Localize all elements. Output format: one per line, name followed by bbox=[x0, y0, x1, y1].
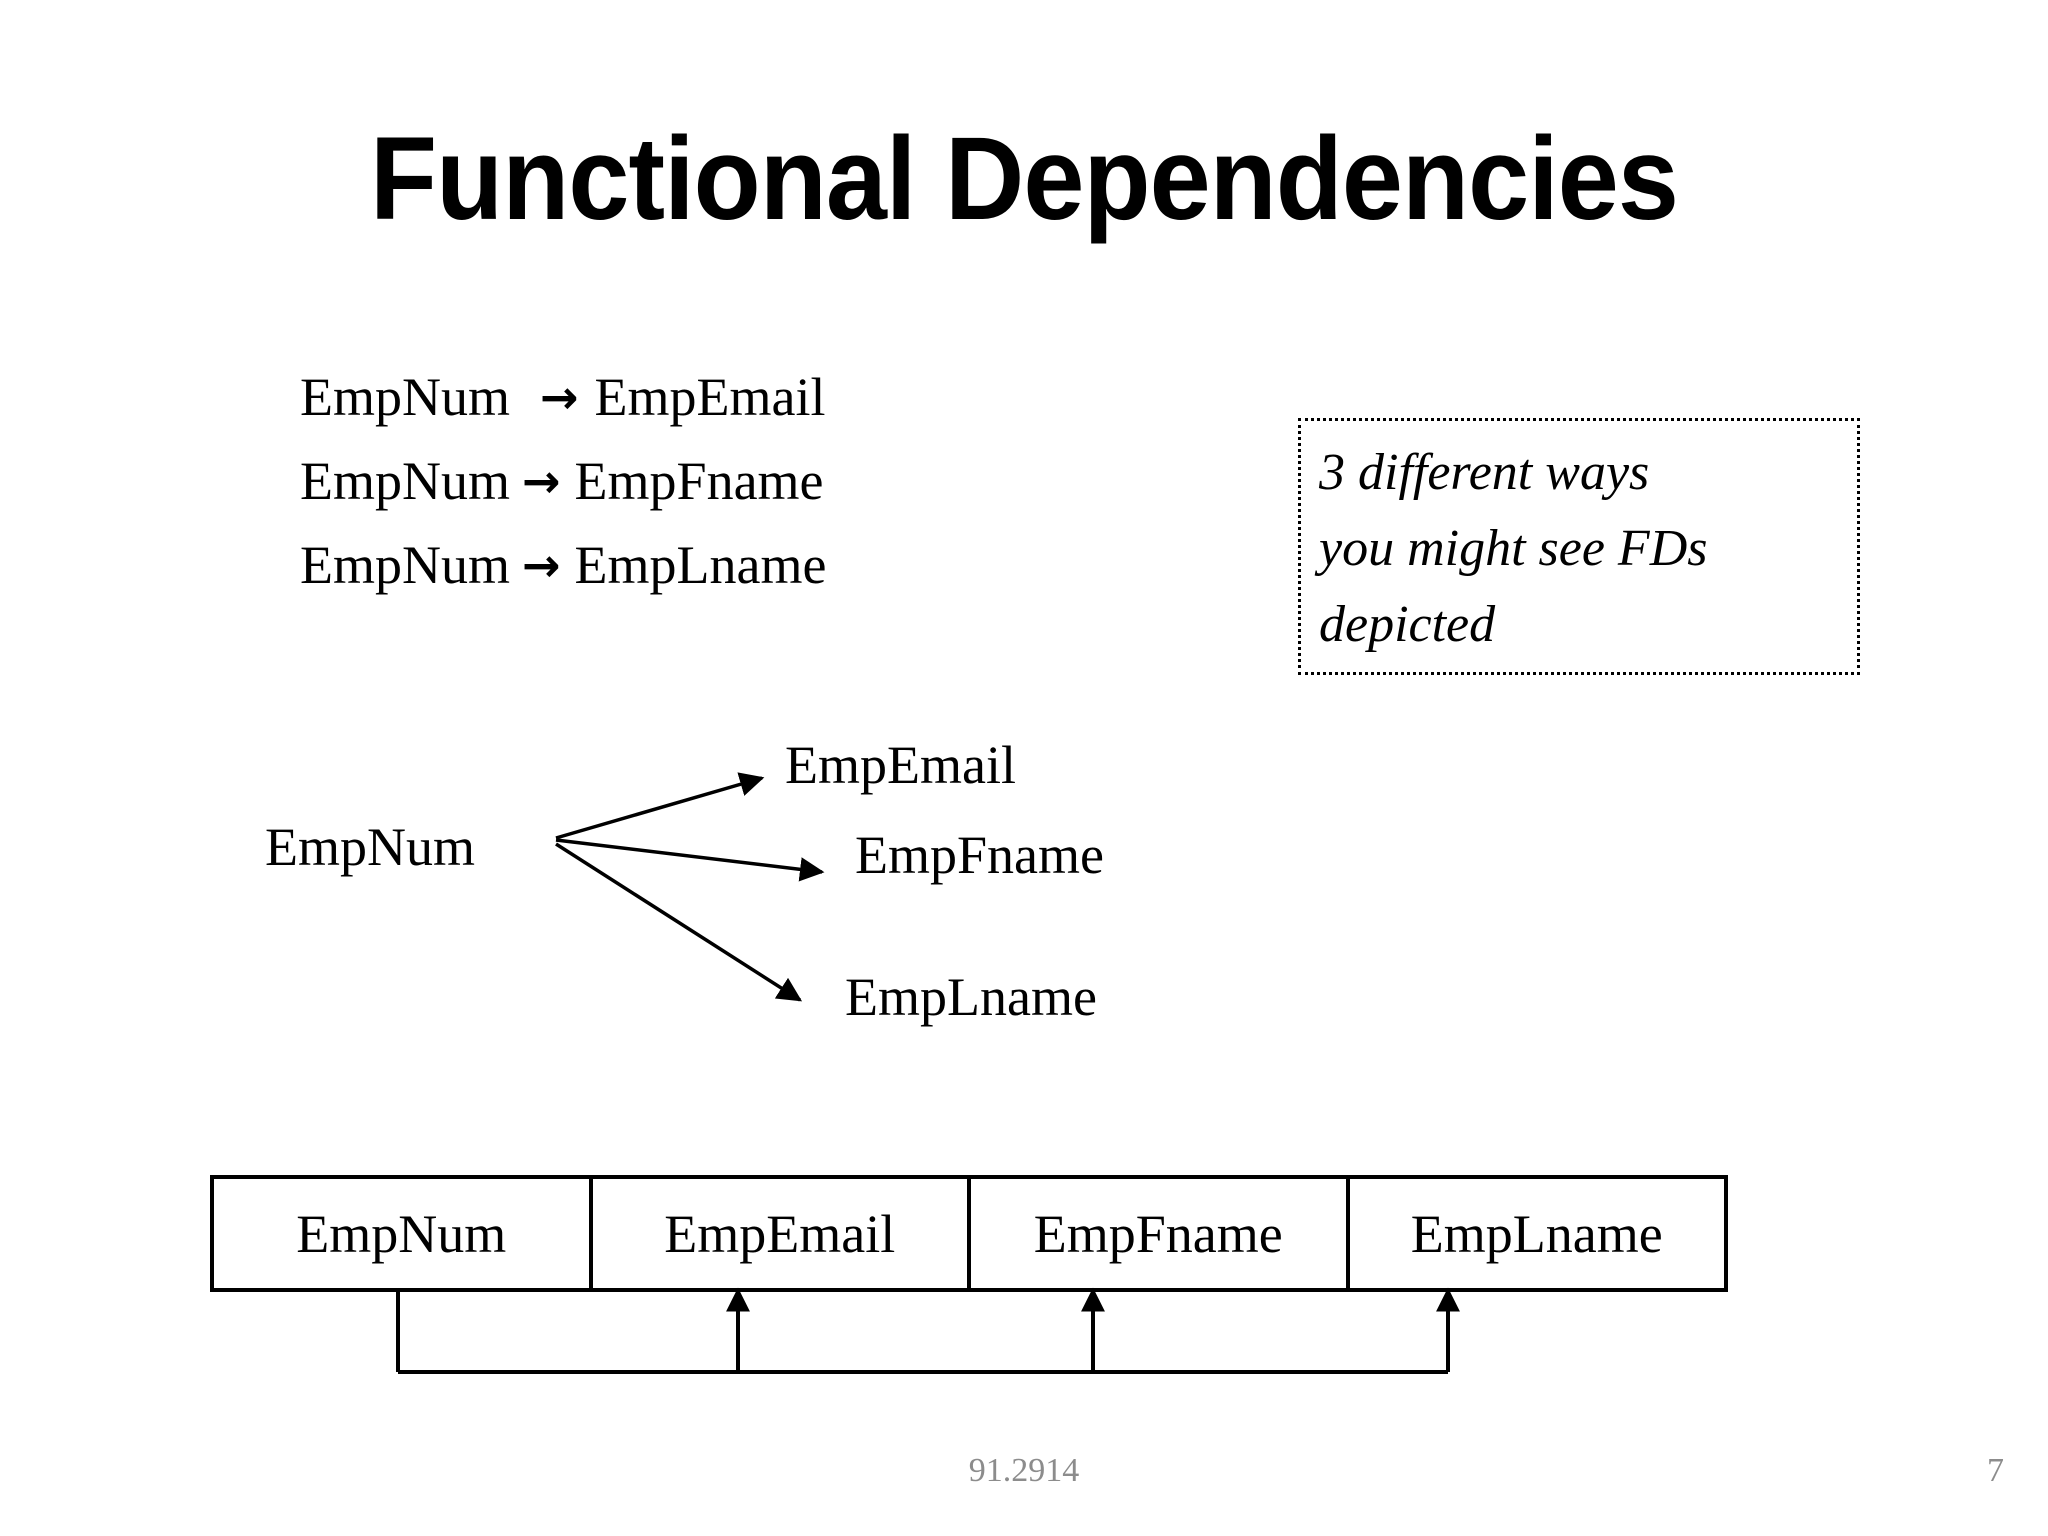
table-cell-empemail: EmpEmail bbox=[593, 1179, 971, 1288]
footer-course-code: 91.2914 bbox=[968, 1452, 1080, 1489]
connector-svg bbox=[396, 1287, 1460, 1374]
callout-line: 3 different ways bbox=[1319, 444, 1650, 501]
callout-line: depicted bbox=[1319, 596, 1496, 653]
fd-rhs: EmpLname bbox=[574, 535, 827, 595]
fd-lhs: EmpNum bbox=[300, 451, 510, 511]
footer-page-number: 7 bbox=[1987, 1452, 2004, 1489]
table-cell-empfname: EmpFname bbox=[971, 1179, 1350, 1288]
callout-box: 3 different ways you might see FDs depic… bbox=[1298, 418, 1860, 675]
arrow-right-icon: → bbox=[540, 370, 579, 424]
table-cell-empnum: EmpNum bbox=[214, 1179, 593, 1288]
table-fd-connectors bbox=[0, 1280, 2048, 1420]
fan-target-label-empfname: EmpFname bbox=[855, 825, 1104, 885]
table-cell-emplname: EmpLname bbox=[1410, 1203, 1663, 1264]
fd-row: EmpNum→EmpLname bbox=[300, 523, 826, 607]
fd-row: EmpNum→EmpFname bbox=[300, 439, 826, 523]
arrow-right-icon: → bbox=[522, 538, 561, 592]
fan-source-label: EmpNum bbox=[265, 817, 475, 877]
fan-arrow-to-empfname bbox=[555, 838, 825, 882]
attribute-table: EmpNum EmpEmail EmpFname EmpLname bbox=[210, 1175, 1728, 1292]
fd-text-list: EmpNum→EmpEmail EmpNum→EmpFname EmpNum→E… bbox=[300, 355, 826, 607]
page-title: Functional Dependencies bbox=[370, 113, 1679, 245]
fan-arrows-svg bbox=[555, 772, 825, 1002]
fd-lhs: EmpNum bbox=[300, 535, 510, 595]
fan-arrow-to-empemail bbox=[555, 772, 765, 840]
fd-lhs: EmpNum bbox=[300, 367, 510, 427]
arrow-right-icon: → bbox=[522, 454, 561, 508]
fd-row: EmpNum → EmpEmail bbox=[300, 355, 826, 439]
fd-rhs: EmpEmail bbox=[594, 367, 826, 427]
fan-diagram: EmpNum EmpEmail EmpFname EmpLname bbox=[265, 735, 1104, 1027]
fan-target-label-empemail: EmpEmail bbox=[785, 735, 1016, 795]
callout-text: 3 different ways you might see FDs depic… bbox=[1319, 435, 1707, 663]
fd-rhs: EmpFname bbox=[574, 451, 824, 511]
callout-line: you might see FDs bbox=[1319, 520, 1708, 577]
fan-arrow-to-emplname bbox=[555, 842, 803, 1002]
fan-target-label-emplname: EmpLname bbox=[845, 967, 1097, 1027]
